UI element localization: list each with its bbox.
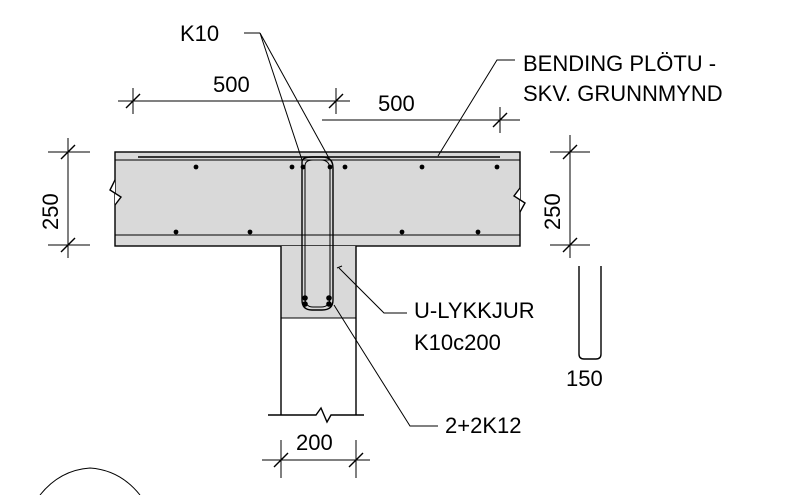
slab-break-right	[512, 187, 526, 213]
dim-top-left-tick-2	[328, 93, 344, 109]
label-u-bars-line1: U-LYKKJUR	[414, 298, 535, 323]
leader-u-bars	[338, 267, 407, 314]
bar-dot	[173, 229, 179, 235]
bar-dot	[302, 301, 308, 307]
dim-bottom-tick-left	[273, 452, 289, 468]
bar-dot	[247, 229, 253, 235]
dim-left: 250	[38, 138, 90, 258]
leader-k10-b	[259, 32, 331, 161]
u-loop-stirrup	[301, 156, 334, 311]
note-slab-line1: BENDING PLÖTU -	[523, 51, 716, 76]
leader-bottom-bars	[333, 304, 438, 427]
leader-u-bars-tick	[336, 265, 343, 269]
beam-break-bottom	[268, 406, 364, 424]
dim-bottom-tick-right	[348, 452, 364, 468]
bar-dot	[300, 164, 306, 170]
bar-dot	[326, 301, 332, 307]
slab	[109, 151, 526, 247]
u-loop-detail-shape	[578, 266, 602, 360]
bar-dot	[327, 164, 333, 170]
dim-left-value: 250	[38, 193, 63, 230]
beam-stem	[268, 246, 364, 424]
dim-right-tick-top	[562, 144, 578, 160]
dim-left-tick-bottom	[60, 237, 76, 253]
bar-dot	[289, 164, 295, 170]
beam-stem-concrete	[281, 246, 356, 318]
slab-body	[114, 151, 521, 247]
dim-top-left-tick-1	[125, 93, 141, 109]
section-marker-circle	[39, 467, 141, 495]
label-bottom-bars: 2+2K12	[445, 413, 521, 438]
dim-bottom: 200	[262, 430, 370, 478]
beam-bottom-bar-dots	[302, 295, 332, 307]
label-u-bars-line2: K10c200	[414, 330, 501, 355]
dim-left-tick-top	[60, 144, 76, 160]
bar-dot	[326, 295, 332, 301]
bar-dot	[494, 164, 500, 170]
bar-dot	[399, 229, 405, 235]
bar-dot	[342, 164, 348, 170]
note-slab-line2: SKV. GRUNNMYND	[523, 81, 723, 106]
slab-break-left	[109, 179, 123, 206]
dim-top-right-value: 500	[378, 91, 415, 116]
dim-top: 500 500	[118, 72, 520, 133]
bottom-slab-bar-dots	[173, 229, 481, 235]
u-loop-detail-width: 150	[566, 366, 603, 391]
top-bar-dots	[193, 164, 500, 170]
dim-top-left-value: 500	[213, 72, 250, 97]
u-loop-detail: 150	[566, 266, 603, 391]
leader-k10-a	[259, 32, 303, 161]
leader-slab-note	[437, 59, 515, 157]
label-k10: K10	[180, 21, 219, 46]
dim-right-tick-bottom	[562, 237, 578, 253]
dim-right: 250	[540, 135, 590, 258]
bar-dot	[475, 229, 481, 235]
bar-dot	[419, 164, 425, 170]
dim-top-right-tick	[492, 112, 508, 128]
dim-right-value: 250	[540, 193, 565, 230]
bar-dot	[193, 164, 199, 170]
bar-dot	[302, 295, 308, 301]
dim-bottom-value: 200	[296, 430, 333, 455]
